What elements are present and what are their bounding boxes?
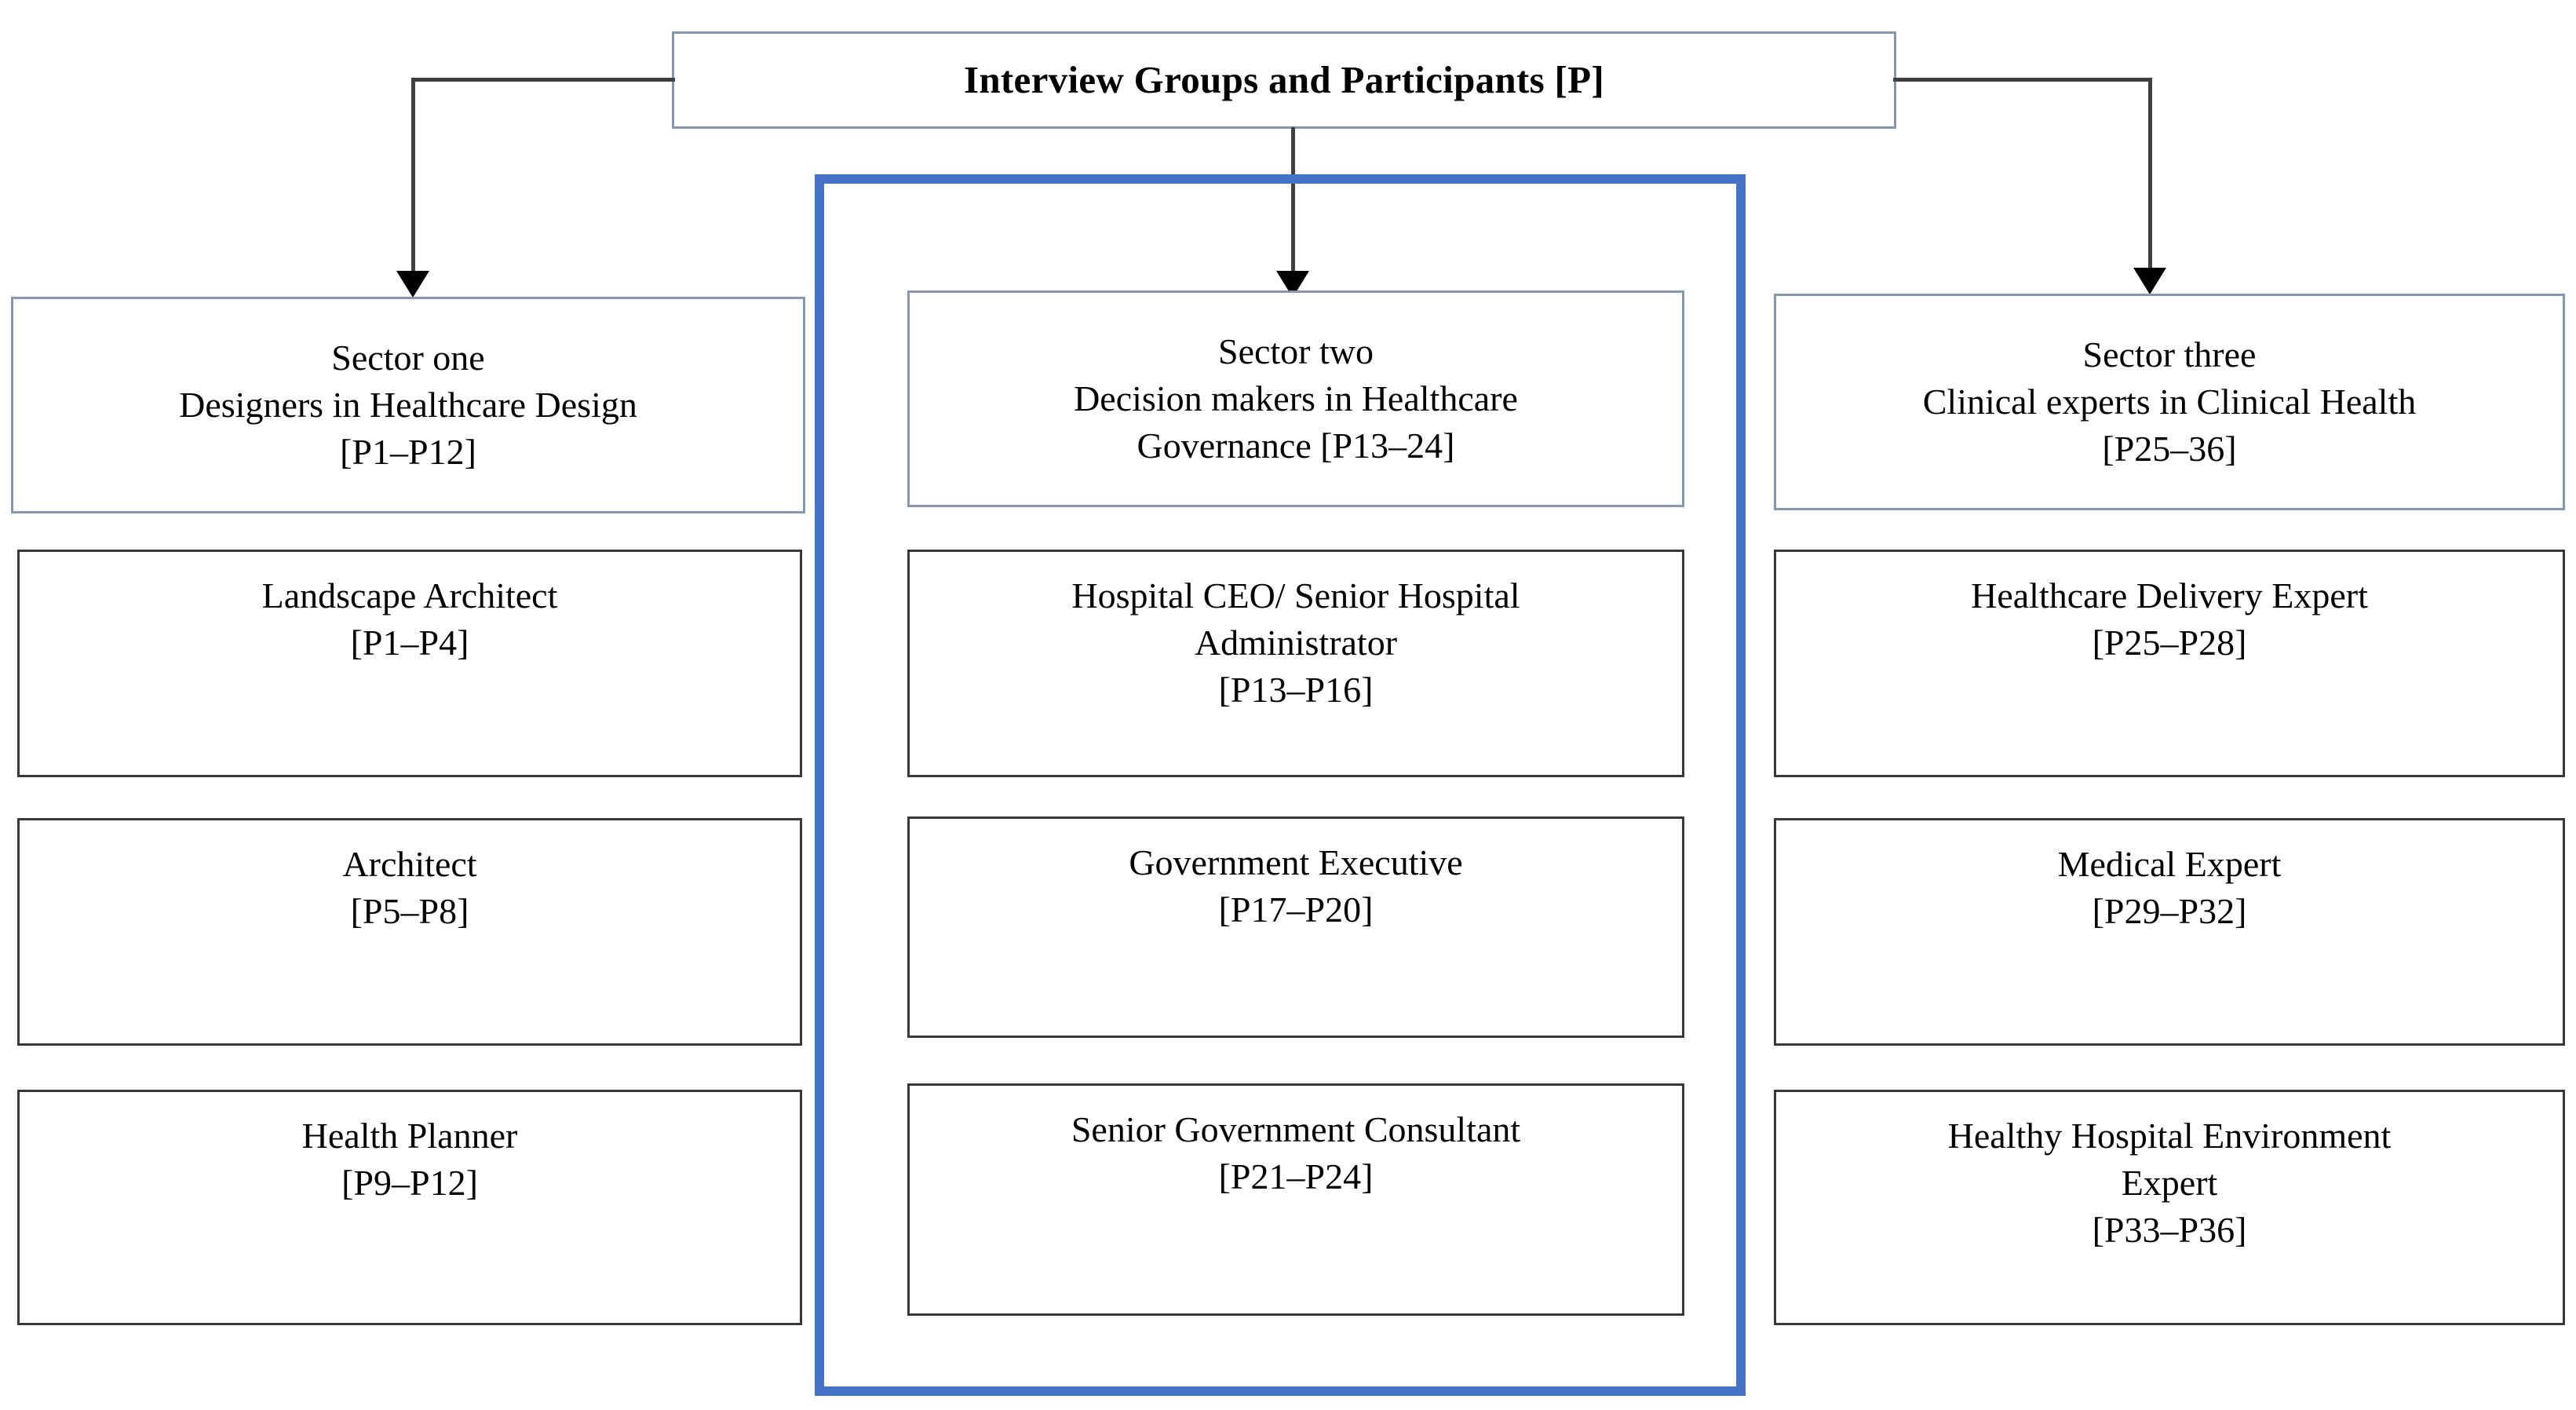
role-landscape-architect-participants: [P1–P4] [350, 622, 469, 663]
sector-three-header-box: Sector three Clinical experts in Clinica… [1774, 294, 2565, 510]
sector-one-header-line1: Sector one [331, 338, 485, 378]
arrow-head-sector-three [2133, 268, 2166, 294]
sector-two-header-line2: Decision makers in Healthcare [1074, 378, 1518, 419]
role-government-executive-participants: [P17–P20] [1218, 889, 1374, 930]
role-box-hospital-ceo: Hospital CEO/ Senior Hospital Administra… [907, 550, 1684, 777]
role-landscape-architect-title: Landscape Architect [261, 575, 558, 616]
role-government-executive-title: Government Executive [1129, 842, 1463, 882]
role-healthcare-delivery-expert-title: Healthcare Delivery Expert [1971, 575, 2368, 616]
root-title-box: Interview Groups and Participants [P] [672, 31, 1896, 129]
role-architect-participants: [P5–P8] [350, 890, 469, 931]
arrow-head-sector-one [396, 271, 429, 298]
role-box-government-executive: Government Executive [P17–P20] [907, 816, 1684, 1038]
page-title: Interview Groups and Participants [P] [964, 58, 1604, 102]
role-box-architect: Architect [P5–P8] [17, 818, 802, 1046]
sector-two-header-box: Sector two Decision makers in Healthcare… [907, 290, 1684, 507]
role-healthy-hospital-environment-expert-title: Healthy Hospital Environment [1947, 1116, 2392, 1156]
role-box-healthy-hospital-environment-expert: Healthy Hospital Environment Expert [P33… [1774, 1090, 2565, 1325]
connector-right-vertical [2148, 78, 2152, 280]
sector-three-header-line1: Sector three [2082, 334, 2257, 375]
role-healthy-hospital-environment-expert-title-cont: Expert [2121, 1162, 2218, 1203]
role-box-health-planner: Health Planner [P9–P12] [17, 1090, 802, 1325]
role-architect-title: Architect [342, 844, 477, 884]
role-healthcare-delivery-expert-participants: [P25–P28] [2092, 622, 2247, 663]
role-hospital-ceo-title-cont: Administrator [1194, 622, 1398, 663]
role-box-healthcare-delivery-expert: Healthcare Delivery Expert [P25–P28] [1774, 550, 2565, 777]
sector-one-header-box: Sector one Designers in Healthcare Desig… [11, 297, 805, 513]
sector-two-header-line3: Governance [P13–24] [1137, 425, 1455, 466]
sector-two-header-line1: Sector two [1217, 331, 1374, 372]
sector-one-header-line2: Designers in Healthcare Design [179, 385, 637, 426]
role-health-planner-participants: [P9–P12] [341, 1162, 478, 1203]
role-medical-expert-title: Medical Expert [2057, 844, 2282, 884]
role-healthy-hospital-environment-expert-participants: [P33–P36] [2092, 1209, 2247, 1250]
sector-three-header-line2: Clinical experts in Clinical Health [1922, 382, 2417, 422]
role-medical-expert-participants: [P29–P32] [2092, 890, 2247, 931]
sector-three-header-line3: [P25–36] [2102, 428, 2237, 469]
connector-center-vertical [1291, 127, 1295, 284]
role-health-planner-title: Health Planner [301, 1116, 518, 1156]
connector-left-horizontal [411, 78, 675, 82]
role-box-senior-government-consultant: Senior Government Consultant [P21–P24] [907, 1083, 1684, 1316]
connector-left-vertical [411, 78, 415, 283]
sector-one-header-line3: [P1–P12] [340, 431, 476, 472]
role-hospital-ceo-participants: [P13–P16] [1218, 669, 1374, 710]
role-senior-government-consultant-title: Senior Government Consultant [1071, 1109, 1521, 1149]
connector-right-horizontal [1893, 78, 2152, 82]
role-box-medical-expert: Medical Expert [P29–P32] [1774, 818, 2565, 1046]
role-box-landscape-architect: Landscape Architect [P1–P4] [17, 550, 802, 777]
role-senior-government-consultant-participants: [P21–P24] [1218, 1156, 1374, 1196]
role-hospital-ceo-title: Hospital CEO/ Senior Hospital [1071, 575, 1520, 616]
